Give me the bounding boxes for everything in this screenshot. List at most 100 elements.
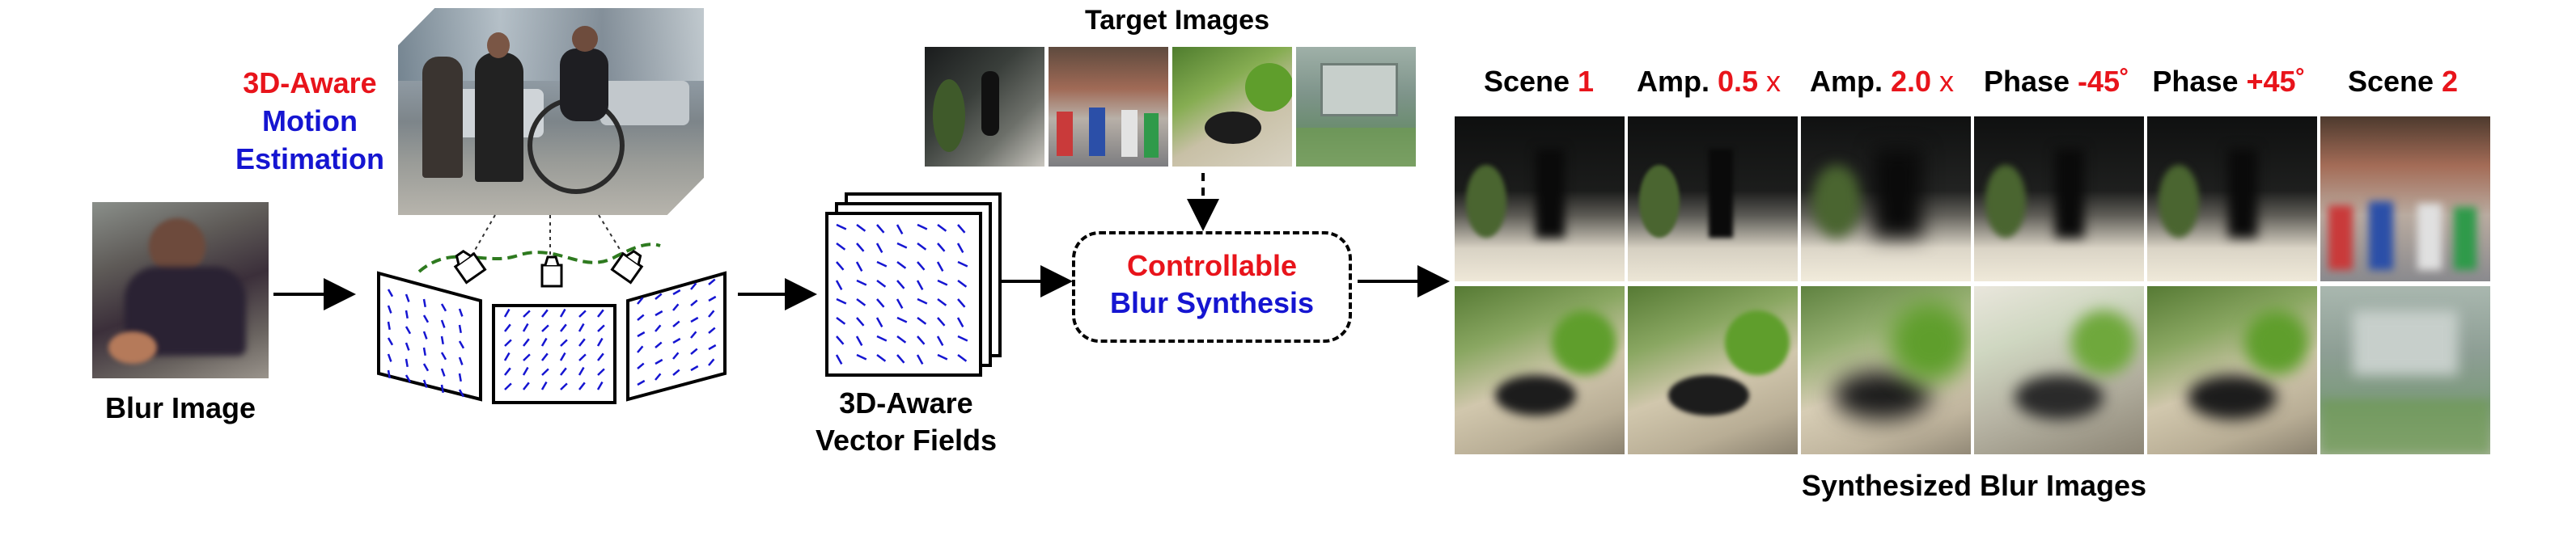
vector-dash xyxy=(690,299,698,306)
vector-dash xyxy=(540,337,548,347)
motion-vectors xyxy=(387,223,968,398)
vector-dash xyxy=(690,365,699,372)
vector-dash xyxy=(405,374,412,383)
vector-dash xyxy=(856,279,867,286)
vector-dash xyxy=(387,353,392,362)
vector-dash xyxy=(637,379,646,386)
vector-dash xyxy=(672,337,681,344)
vector-dash xyxy=(560,382,568,390)
vector-dash xyxy=(560,367,567,376)
vector-dash xyxy=(523,353,531,361)
vector-dash xyxy=(836,261,845,271)
vector-dash xyxy=(405,326,412,335)
vector-dash xyxy=(405,293,410,302)
synth-row1-phase-minus-45 xyxy=(1974,116,2144,281)
vector-dash xyxy=(836,223,847,230)
vector-dash xyxy=(523,338,530,347)
vector-dash xyxy=(876,260,888,268)
vector-dash xyxy=(896,354,905,364)
vector-dash xyxy=(655,358,663,365)
vector-dash xyxy=(405,310,409,319)
vector-dash xyxy=(937,353,948,361)
blur-synthesis-box xyxy=(1072,231,1352,343)
vector-dash xyxy=(875,243,883,254)
column-header-amp-2-0: Amp. 2.0 x xyxy=(1809,65,1955,98)
vector-dash xyxy=(672,320,680,327)
vector-dash xyxy=(655,324,662,332)
vector-dash xyxy=(578,323,585,332)
vector-dash xyxy=(540,381,548,390)
vector-fields-label-line1: 3D-Aware xyxy=(839,386,973,420)
vector-dash xyxy=(523,382,530,390)
vector-dash xyxy=(936,335,944,347)
vector-dash xyxy=(522,366,529,376)
vector-dash xyxy=(876,224,885,234)
vector-dash xyxy=(578,310,587,318)
vector-dash xyxy=(560,339,568,347)
vector-dash xyxy=(956,243,964,254)
vector-dash xyxy=(936,261,944,272)
estimation-title-line1: 3D-Aware xyxy=(243,66,377,99)
vector-dash xyxy=(916,280,924,291)
vector-dash xyxy=(597,324,605,332)
column-header-scene1: Scene 1 xyxy=(1483,65,1595,98)
vector-dash xyxy=(578,353,587,361)
vector-dash xyxy=(637,297,644,305)
vector-dash xyxy=(541,352,549,361)
vector-dash xyxy=(655,293,663,300)
vector-dash xyxy=(458,373,462,382)
vector-dash xyxy=(690,348,698,355)
vector-dash xyxy=(937,223,947,232)
vector-dash xyxy=(672,289,681,296)
vector-dash xyxy=(836,297,847,305)
vector-dash xyxy=(440,352,447,361)
vector-dash xyxy=(708,358,715,366)
vector-dash xyxy=(503,308,511,318)
vector-dash xyxy=(504,323,511,332)
vector-dash xyxy=(541,324,549,332)
target-image-3 xyxy=(1172,47,1292,167)
vector-dash xyxy=(957,224,966,234)
vector-dash xyxy=(957,353,968,362)
vector-dash xyxy=(541,368,549,376)
column-header-phase-plus-45: Phase +45˚ xyxy=(2152,65,2306,98)
vector-dash xyxy=(855,261,863,272)
plane-left xyxy=(377,271,482,402)
vector-dash xyxy=(856,223,866,232)
vector-dash xyxy=(896,316,908,323)
vector-dash xyxy=(596,337,604,347)
vector-dash xyxy=(523,310,531,318)
blur-image-label: Blur Image xyxy=(104,391,256,424)
vector-dash xyxy=(559,308,566,318)
vector-dash xyxy=(405,358,409,368)
vector-dash xyxy=(655,310,663,317)
vector-dash xyxy=(422,363,430,372)
vector-dash xyxy=(458,308,464,317)
estimation-title-line3: Estimation xyxy=(235,142,385,175)
vector-dash xyxy=(836,316,846,325)
vector-dash xyxy=(690,282,697,290)
vector-dash xyxy=(597,368,605,376)
vector-dash xyxy=(896,242,908,249)
vector-dash xyxy=(655,373,662,381)
vector-dash xyxy=(504,367,511,376)
vector-dash xyxy=(916,354,924,365)
vector-dash xyxy=(957,298,966,308)
vector-dash xyxy=(458,356,464,365)
blur-synthesis-line1: Controllable xyxy=(1126,249,1297,282)
vector-dash xyxy=(835,354,843,365)
synth-row1-scene2 xyxy=(2320,116,2490,281)
vector-dash xyxy=(672,369,680,376)
vector-dash xyxy=(422,331,428,340)
vector-dash xyxy=(876,279,887,288)
vector-dash xyxy=(856,243,865,252)
vector-dash xyxy=(835,280,843,291)
synth-row2-scene1 xyxy=(1455,286,1625,454)
vector-dash xyxy=(896,298,904,310)
vector-dash xyxy=(597,352,604,361)
synth-row1-amp-2-0 xyxy=(1801,116,1971,281)
vector-dash xyxy=(957,335,968,342)
synth-row1-scene1 xyxy=(1455,116,1625,281)
